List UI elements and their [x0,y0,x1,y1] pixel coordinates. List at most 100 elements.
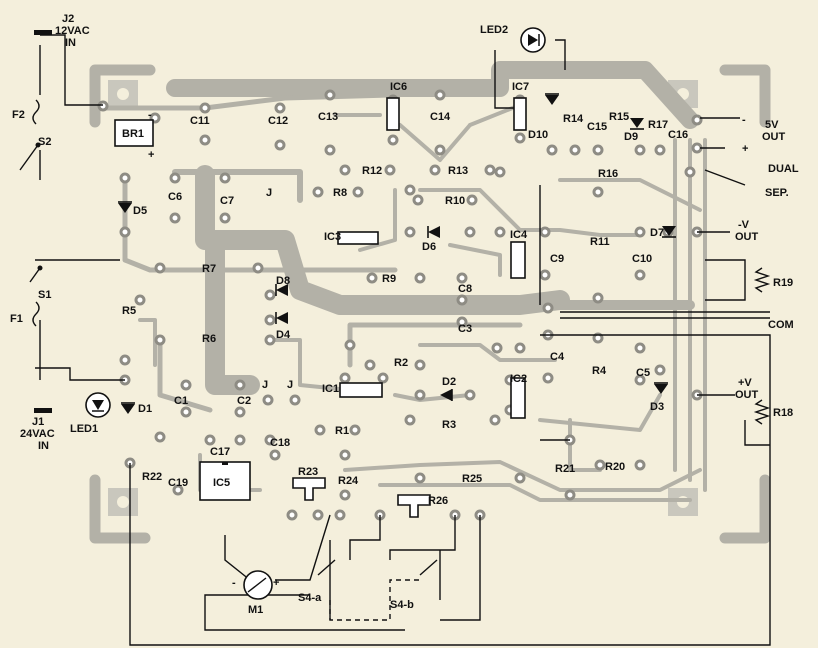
r23-label: R23 [298,466,318,478]
j2-label: J2 [62,13,74,25]
m1-plus: + [273,577,279,589]
neg-v-label: -V [738,219,750,231]
r20-label: R20 [605,461,625,473]
ic4-body [510,241,526,279]
led1-label: LED1 [70,423,98,435]
c5-label: C5 [636,367,650,379]
c3-label: C3 [458,323,472,335]
j2-spec: 12VAC [55,25,90,37]
ic1-body [339,382,383,398]
r14-label: R14 [563,113,584,125]
s4b-label: S4-b [390,599,414,611]
out-5v-label: 5V [765,119,779,131]
r10-label: R10 [445,195,465,207]
j-top-label: J [266,187,272,199]
d8-label: D8 [276,275,290,287]
connector-labels: J2 12VAC IN F2 S2 S1 F1 J1 24VAC IN LED2… [10,13,508,452]
j1-in: IN [38,440,49,452]
neg-v-out: OUT [735,231,759,243]
ic1-label: IC1 [322,383,339,395]
r12-label: R12 [362,165,382,177]
c13-label: C13 [318,111,338,123]
ic7-body [513,97,527,131]
r21-label: R21 [555,463,575,475]
c8-label: C8 [458,283,472,295]
pos-v-out: OUT [735,389,759,401]
component-labels: BR1 - + C11 C12 C13 IC6 C14 IC7 D10 R14 … [122,81,793,616]
f2-label: F2 [12,109,25,121]
trimmer-r26 [397,494,431,518]
d3-label: D3 [650,401,664,413]
copper-traces [102,61,707,502]
d9-label: D9 [624,131,638,143]
r19-label: R19 [773,277,793,289]
r7-label: R7 [202,263,216,275]
r4-label: R4 [592,365,607,377]
sep-label: SEP. [765,187,789,199]
out-5v-out: OUT [762,131,786,143]
c4-label: C4 [550,351,565,363]
dual-label: DUAL [768,163,799,175]
c6-label: C6 [168,191,182,203]
com-label: COM [768,319,794,331]
r13-label: R13 [448,165,468,177]
out-minus: - [742,114,746,126]
ic4-label: IC4 [510,229,528,241]
c14-label: C14 [430,111,451,123]
ic2-label: IC2 [510,373,527,385]
r9-label: R9 [382,273,396,285]
c1-label: C1 [174,395,188,407]
r24-label: R24 [338,475,359,487]
c9-label: C9 [550,253,564,265]
s4a-label: S4-a [298,592,322,604]
pos-v-label: +V [738,377,752,389]
c11-label: C11 [190,115,210,127]
d7-label: D7 [650,227,664,239]
r25-label: R25 [462,473,482,485]
s1-label: S1 [38,289,51,301]
pads [97,89,703,521]
ic5-body [199,461,251,501]
d2-label: D2 [442,376,456,388]
br1-plus: + [148,149,154,161]
j-a-label: J [262,379,268,391]
trimmer-r23 [292,477,326,501]
r8-label: R8 [333,187,347,199]
d10-label: D10 [528,129,548,141]
r15-label: R15 [609,111,629,123]
r18-label: R18 [773,407,793,419]
led2-label: LED2 [480,24,508,36]
ic7-label: IC7 [512,81,529,93]
ic3-body [337,231,379,245]
br1-minus: - [148,109,152,121]
j2-in: IN [65,37,76,49]
r26-label: R26 [428,495,448,507]
c17-label: C17 [210,446,230,458]
c19-label: C19 [168,477,188,489]
ic6-body [386,97,400,131]
f1-label: F1 [10,313,23,325]
r16-label: R16 [598,168,618,180]
d6-label: D6 [422,241,436,253]
m1-label: M1 [248,604,263,616]
r22-label: R22 [142,471,162,483]
ic5-label: IC5 [213,477,230,489]
r17-label: R17 [648,119,668,131]
r5-label: R5 [122,305,136,317]
d1-label: D1 [138,403,152,415]
d5-label: D5 [133,205,147,217]
j-b-label: J [287,379,293,391]
ic3-label: IC3 [324,231,341,243]
d4-label: D4 [276,329,291,341]
c15-label: C15 [587,121,607,133]
j1-label: J1 [32,416,44,428]
r3-label: R3 [442,419,456,431]
br1-label: BR1 [122,128,144,140]
ic2-body [510,377,526,419]
s2-label: S2 [38,136,51,148]
ic6-label: IC6 [390,81,407,93]
r1-label: R1 [335,425,349,437]
c18-label: C18 [270,437,290,449]
r2-label: R2 [394,357,408,369]
